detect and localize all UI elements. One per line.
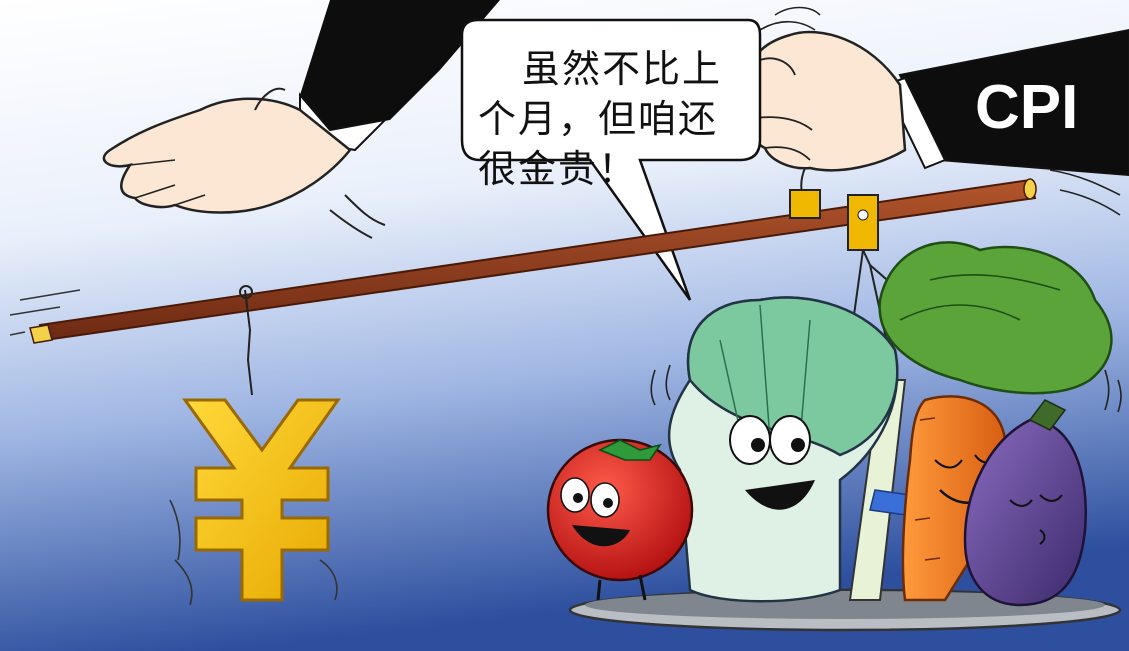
left-hand	[102, 97, 352, 214]
speech-line-2: 个月，但咱还	[478, 97, 719, 141]
speech-line-3: 很金贵！	[478, 147, 639, 191]
speech-bubble	[460, 18, 762, 301]
left-arm	[102, 0, 500, 239]
eggplant-character	[963, 398, 1087, 607]
tomato-character	[546, 438, 694, 601]
yuan-weight	[169, 398, 341, 606]
scale-hooks	[239, 189, 911, 396]
steelyard-rod	[9, 178, 1037, 344]
right-arm: CPI	[742, 6, 1129, 216]
motion-lines	[650, 364, 1122, 413]
sleeve-label: CPI	[975, 73, 1078, 142]
speech-bubble-text: 虽然不比上 个月，但咱还 很金贵！	[478, 44, 723, 194]
lettuce-greens	[878, 241, 1113, 395]
speech-line-1: 虽然不比上	[522, 47, 723, 91]
